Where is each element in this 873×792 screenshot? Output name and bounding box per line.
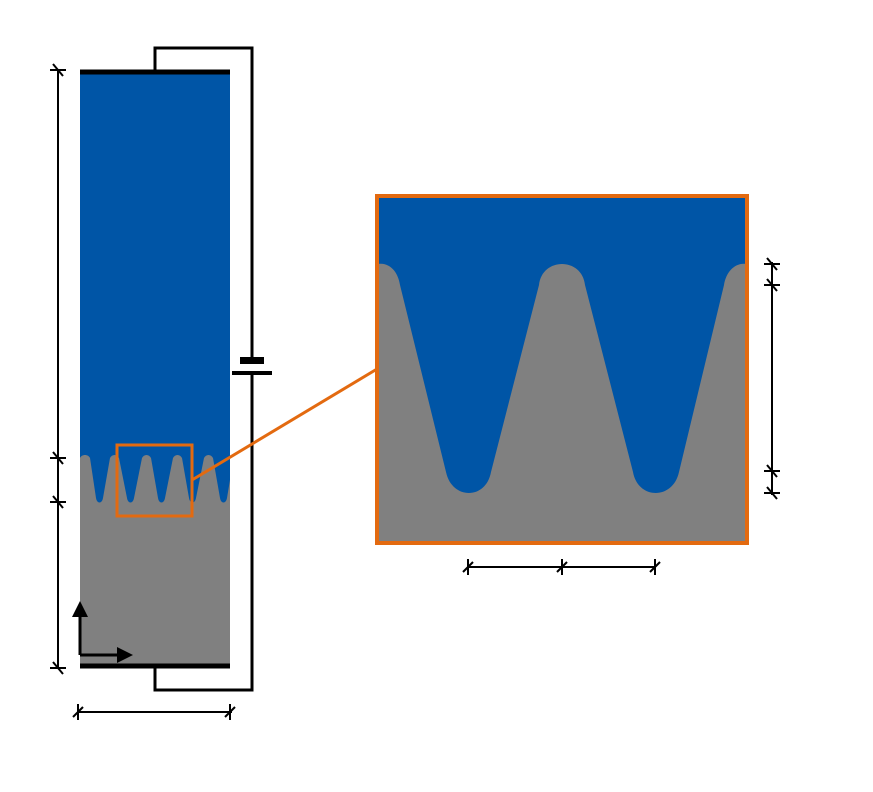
cell-overview bbox=[80, 69, 230, 669]
finger-spacing-ticks bbox=[462, 559, 661, 575]
dimension-lines-left bbox=[50, 63, 236, 720]
external-circuit-wire bbox=[153, 46, 254, 358]
y-axis-arrowhead-icon bbox=[72, 601, 88, 617]
finger-height-ticks bbox=[764, 257, 780, 500]
zoom-indicator-box bbox=[115, 443, 194, 518]
external-circuit bbox=[153, 46, 272, 692]
inset-frame bbox=[375, 194, 749, 545]
x-axis-arrowhead-icon bbox=[117, 647, 133, 663]
zoom-inset bbox=[375, 194, 749, 545]
external-circuit-wire-lower bbox=[153, 374, 254, 692]
cell-height-ticks bbox=[50, 63, 66, 675]
zoom-connector-line bbox=[191, 367, 378, 482]
cell-width-ticks bbox=[72, 704, 236, 720]
battery-icon bbox=[232, 357, 272, 375]
coordinate-axes bbox=[72, 601, 133, 663]
inset-deposit bbox=[377, 263, 747, 543]
dimension-lines-inset bbox=[462, 257, 780, 575]
